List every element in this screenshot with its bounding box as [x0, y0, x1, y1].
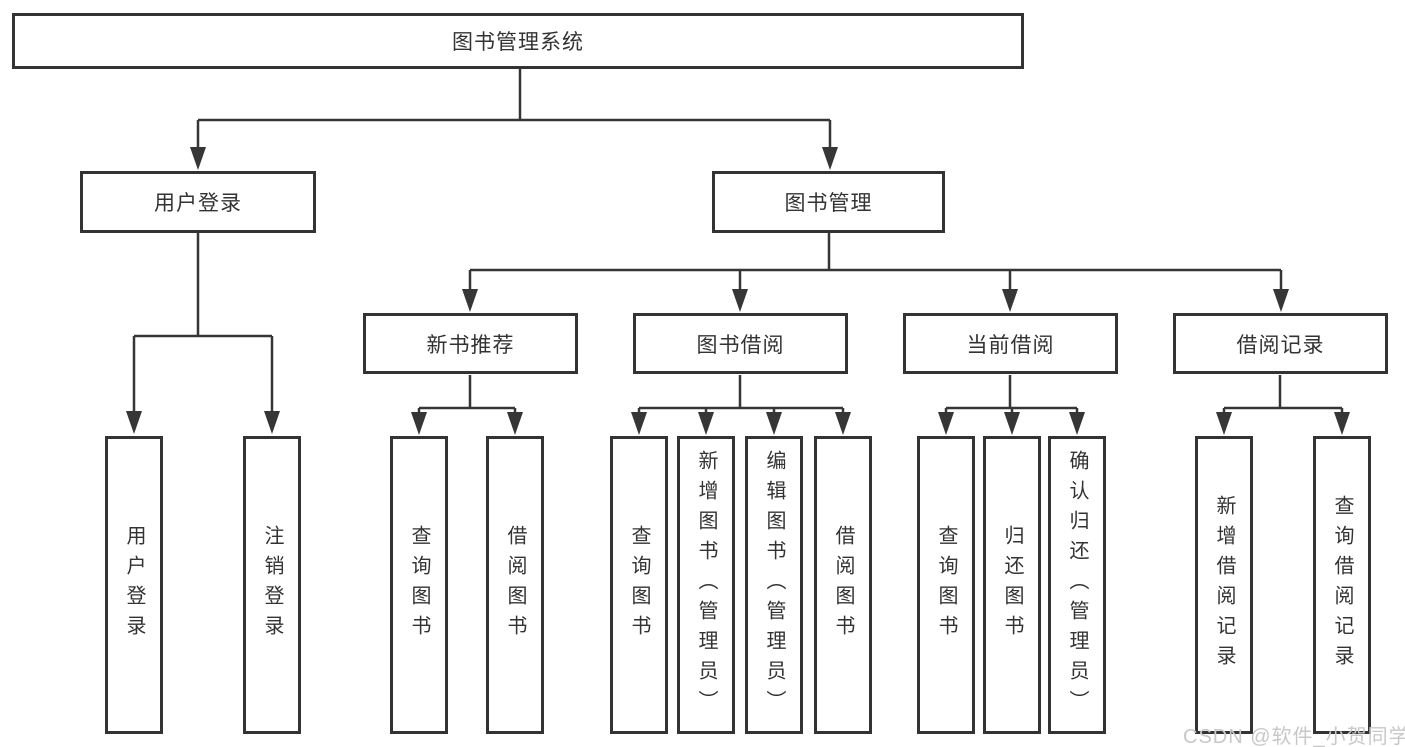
leaf-logout: 注销登录: [243, 436, 301, 734]
leaf-borrow-books-recommend: 借阅图书: [486, 436, 544, 734]
node-current-borrow: 当前借阅: [903, 313, 1118, 374]
leaf-label: 借阅图书: [504, 525, 526, 645]
node-new-book-recommend: 新书推荐: [363, 313, 578, 374]
leaf-label: 借阅图书: [832, 525, 854, 645]
leaf-confirm-return-admin: 确认归还（管理员）: [1048, 436, 1106, 734]
leaf-user-login: 用户登录: [105, 436, 163, 734]
leaf-label: 用户登录: [123, 525, 145, 645]
leaf-query-books-borrow: 查询图书: [610, 436, 668, 734]
leaf-query-borrow-record: 查询借阅记录: [1313, 436, 1371, 734]
node-user-login: 用户登录: [80, 171, 316, 233]
leaf-add-borrow-record: 新增借阅记录: [1195, 436, 1253, 734]
leaf-label: 查询借阅记录: [1331, 495, 1353, 675]
leaf-label: 归还图书: [1001, 525, 1023, 645]
node-borrow-records: 借阅记录: [1173, 313, 1388, 374]
leaf-label: 新增图书（管理员）: [695, 450, 717, 720]
leaf-label: 查询图书: [628, 525, 650, 645]
leaf-return-book: 归还图书: [983, 436, 1041, 734]
leaf-query-books-recommend: 查询图书: [390, 436, 448, 734]
node-book-borrow: 图书借阅: [633, 313, 848, 374]
leaf-label: 新增借阅记录: [1213, 495, 1235, 675]
leaf-label: 注销登录: [261, 525, 283, 645]
leaf-label: 确认归还（管理员）: [1066, 450, 1088, 720]
node-root-system: 图书管理系统: [12, 13, 1024, 69]
leaf-edit-book-admin: 编辑图书（管理员）: [745, 436, 803, 734]
leaf-label: 查询图书: [935, 525, 957, 645]
leaf-add-book-admin: 新增图书（管理员）: [677, 436, 735, 734]
node-book-management: 图书管理: [712, 171, 945, 233]
leaf-label: 查询图书: [408, 525, 430, 645]
leaf-query-books-current: 查询图书: [917, 436, 975, 734]
leaf-borrow-books: 借阅图书: [814, 436, 872, 734]
csdn-watermark: CSDN @软件_小贺同学: [1183, 726, 1405, 747]
leaf-label: 编辑图书（管理员）: [763, 450, 785, 720]
